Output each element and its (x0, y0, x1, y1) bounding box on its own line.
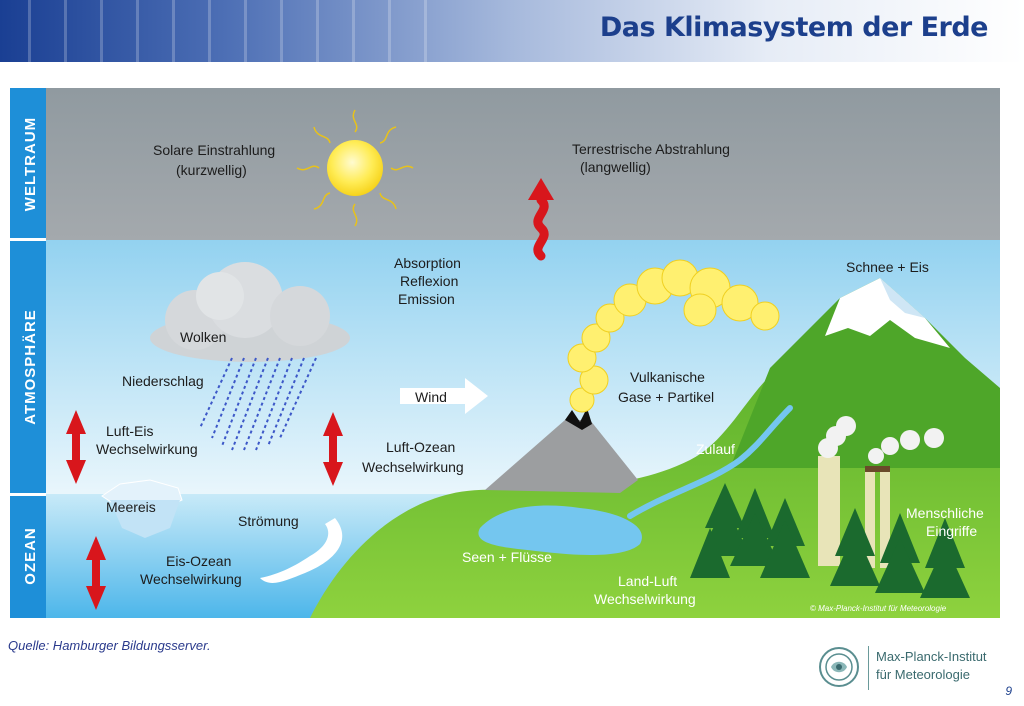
climate-system-diagram: WELTRAUM ATMOSPHÄRE OZEAN (10, 88, 1000, 618)
logo-separator (868, 646, 869, 690)
label-clouds: Wolken (180, 329, 226, 345)
mpi-name-line1: Max-Planck-Institut (876, 649, 987, 664)
label-human-line1: Menschliche (906, 505, 984, 521)
label-ice-ocean-line1: Eis-Ozean (166, 553, 231, 569)
volcano-icon (485, 408, 638, 493)
label-precipitation: Niederschlag (122, 373, 204, 389)
lake-icon (478, 505, 642, 555)
label-terrestrial-line1: Terrestrische Abstrahlung (572, 141, 730, 157)
mpi-name-line2: für Meteorologie (876, 667, 970, 682)
header-gradient-bar (0, 0, 1024, 62)
slide-title: Das Klimasystem der Erde (599, 12, 989, 43)
label-volcanic-line2: Gase + Partikel (618, 389, 714, 405)
label-land-air-line2: Wechselwirkung (594, 591, 696, 607)
ocean-current-icon (260, 518, 343, 583)
zone-label-atmosphere: ATMOSPHÄRE (22, 309, 39, 425)
forest-icon (690, 483, 970, 598)
label-runoff: Zulauf (696, 441, 735, 457)
label-reflexion: Reflexion (400, 273, 458, 289)
zone-sidebar: WELTRAUM ATMOSPHÄRE OZEAN (10, 88, 46, 618)
label-solar-line2: (kurzwellig) (176, 162, 247, 178)
cloud-icon (150, 262, 350, 362)
label-lakes-rivers: Seen + Flüsse (462, 549, 552, 565)
zone-label-ocean: OZEAN (22, 527, 39, 585)
label-volcanic-line1: Vulkanische (630, 369, 705, 385)
label-air-ice-line2: Wechselwirkung (96, 441, 198, 457)
terrestrial-radiation-arrow (528, 178, 554, 261)
source-citation: Quelle: Hamburger Bildungsserver. (8, 638, 211, 653)
air-ocean-arrow (323, 412, 343, 486)
wind-arrow-icon (400, 378, 488, 414)
label-terrestrial-line2: (langwellig) (580, 159, 651, 175)
label-sea-ice: Meereis (106, 499, 156, 515)
zone-label-space: WELTRAUM (22, 117, 39, 211)
label-wind: Wind (415, 389, 447, 405)
label-air-ocean-line1: Luft-Ozean (386, 439, 455, 455)
label-emission: Emission (398, 291, 455, 307)
page-number: 9 (1005, 684, 1012, 698)
label-ice-ocean-line2: Wechselwirkung (140, 571, 242, 587)
mpi-name: Max-Planck-Institut für Meteorologie (876, 648, 987, 684)
space-band (10, 88, 1000, 240)
power-plant-icon (818, 416, 944, 568)
sea-ice-icon (101, 479, 183, 538)
rain-icon (199, 357, 317, 451)
river-icon (627, 405, 793, 519)
label-land-air-line1: Land-Luft (618, 573, 677, 589)
label-human-line2: Eingriffe (926, 523, 977, 539)
label-current: Strömung (238, 513, 299, 529)
label-air-ocean-line2: Wechselwirkung (362, 459, 464, 475)
air-ice-arrow (66, 410, 86, 484)
volcanic-plume-icon (567, 259, 780, 413)
mountain-icon (730, 278, 1000, 468)
ice-ocean-arrow (86, 536, 106, 610)
label-solar-line1: Solare Einstrahlung (153, 142, 275, 158)
sun-icon (296, 109, 414, 227)
figure-copyright: © Max-Planck-Institut für Meteorologie (810, 604, 947, 613)
label-air-ice-line1: Luft-Eis (106, 423, 153, 439)
label-snow-ice: Schnee + Eis (846, 259, 929, 275)
label-absorption: Absorption (394, 255, 461, 271)
mpi-logo-icon (819, 647, 859, 687)
